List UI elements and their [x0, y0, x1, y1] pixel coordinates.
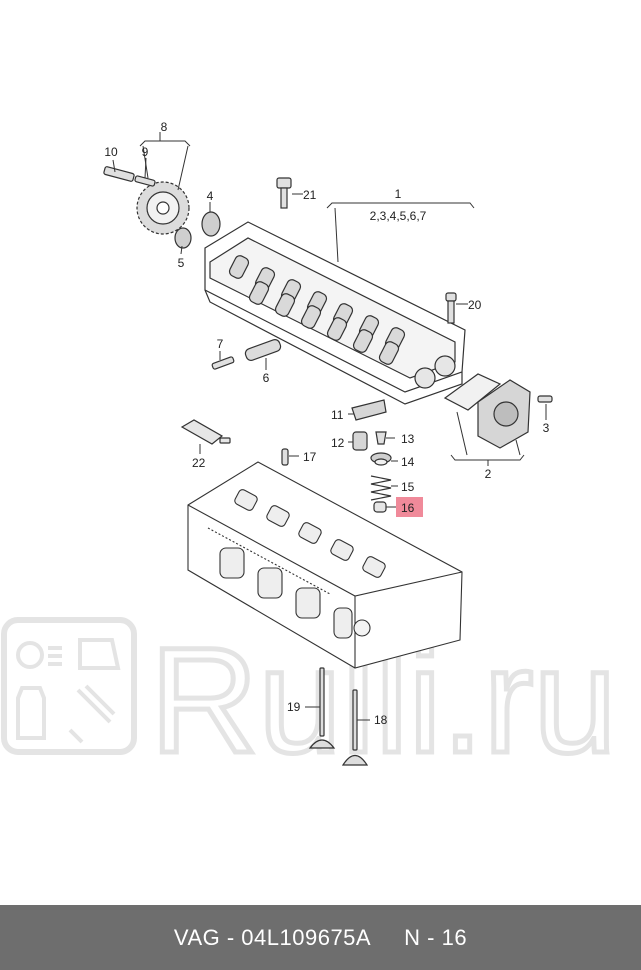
footer-spacer: [371, 925, 404, 951]
callout-17: 17: [303, 450, 317, 464]
camshaft-lobes: [228, 255, 406, 365]
part-footer-bar: VAG - 04L109675A N - 16: [0, 905, 641, 970]
sealant-tube-22: [180, 419, 231, 445]
valve-stem-seal-16: [373, 501, 387, 513]
sensor-6: [244, 339, 282, 361]
stud-17: [281, 448, 289, 466]
callout-13: 13: [401, 432, 415, 446]
callout-19: 19: [287, 700, 301, 714]
valve-keeper-13: [375, 431, 387, 445]
callout-5: 5: [178, 256, 185, 270]
part-number-label: VAG - 04L109675A: [173, 924, 372, 950]
callout-20: 20: [468, 298, 482, 312]
watermark-logo-icon: [16, 638, 121, 744]
watermark-logo-frame: [1, 617, 137, 755]
callout-labels: 1 2,3,4,5,6,7 2 3 4 5 6 7 8 9 10 11 12 1…: [104, 120, 549, 727]
spring-retainer-14: [370, 452, 392, 466]
cam-sprocket: [136, 181, 190, 235]
rocker-arm-11: [351, 399, 387, 421]
seal-ring-4: [201, 211, 221, 237]
callout-14: 14: [401, 455, 415, 469]
bolt-21: [276, 177, 292, 209]
callout-12: 12: [331, 436, 345, 450]
sprocket-bolts: [103, 166, 156, 187]
bolt-7: [211, 356, 235, 370]
callout-1-sub: 2,3,4,5,6,7: [370, 209, 427, 223]
callout-21: 21: [303, 188, 317, 202]
callout-2: 2: [485, 467, 492, 481]
callout-9: 9: [142, 145, 149, 159]
seal-ring-5: [174, 227, 192, 249]
callout-6: 6: [263, 371, 270, 385]
callout-11: 11: [331, 408, 344, 422]
parts-diagram: Rulli.ru: [1, 120, 619, 787]
exhaust-valve-19: [308, 667, 336, 749]
bolt-20: [445, 292, 457, 324]
callout-4: 4: [207, 189, 214, 203]
callout-15: 15: [401, 480, 415, 494]
callout-10: 10: [104, 145, 118, 159]
head-ports: [219, 489, 386, 639]
callout-7: 7: [217, 337, 224, 351]
cylinder-head: [187, 461, 463, 669]
callout-22: 22: [192, 456, 206, 470]
pump-housing-2: [443, 373, 553, 449]
position-label: N - 16: [404, 924, 468, 950]
callout-8: 8: [161, 120, 168, 134]
callout-1: 1: [395, 187, 402, 201]
camshaft-housing: [204, 221, 466, 405]
callout-18: 18: [374, 713, 388, 727]
intake-valve-18: [341, 689, 369, 766]
leader-lines: [112, 132, 547, 721]
callout-16-highlight: [396, 497, 423, 517]
valve-spring-15: [370, 475, 392, 501]
callout-3: 3: [543, 421, 550, 435]
lash-adjuster-12: [352, 431, 368, 451]
callout-16: 16: [401, 501, 415, 515]
